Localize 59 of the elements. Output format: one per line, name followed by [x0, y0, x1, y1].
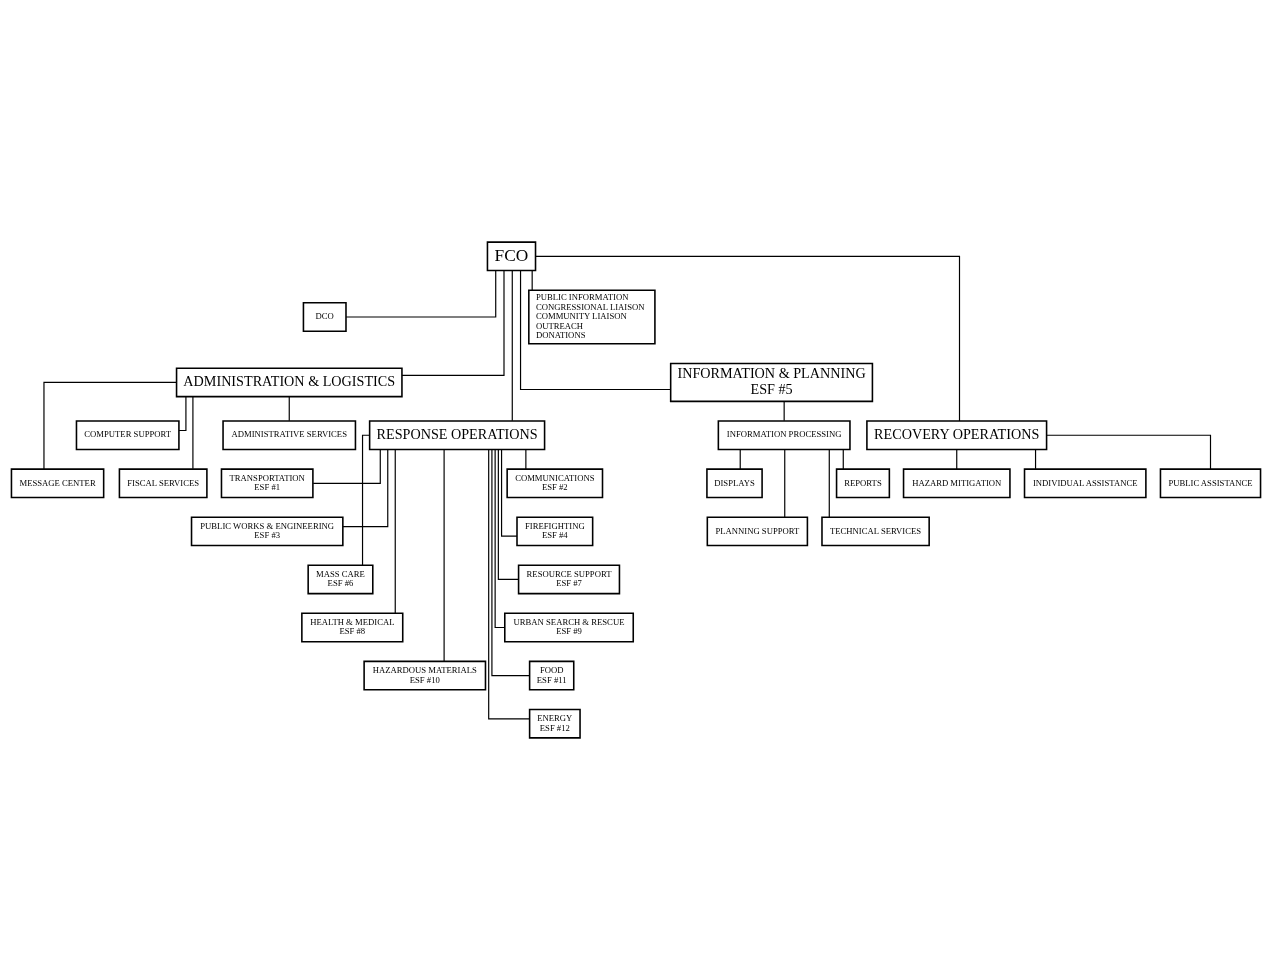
node-box: PUBLIC ASSISTANCE: [1159, 468, 1262, 499]
node-box: URBAN SEARCH & RESCUE ESF #9: [504, 612, 635, 643]
connector: [491, 448, 530, 677]
node-box: FISCAL SERVICES: [118, 468, 208, 499]
connector: [312, 449, 381, 484]
connector: [361, 434, 370, 566]
node-box: TECHNICAL SERVICES: [821, 516, 930, 547]
node-box: COMPUTER SUPPORT: [75, 420, 180, 451]
node-box: HAZARD MITIGATION: [902, 468, 1011, 499]
node-box: HAZARDOUS MATERIALS ESF #10: [363, 660, 487, 691]
node-box: INDIVIDUAL ASSISTANCE: [1023, 468, 1147, 499]
connector: [488, 449, 531, 720]
connector: [401, 270, 505, 376]
connector: [535, 255, 961, 422]
node-box: ADMINISTRATIVE SERVICES: [222, 420, 357, 451]
connector: [956, 449, 958, 470]
node-box: DCO: [302, 302, 347, 332]
node-box: COMMUNICATIONS ESF #2: [506, 468, 604, 499]
node-box: INFORMATION PROCESSING: [717, 420, 851, 451]
connector: [1034, 449, 1037, 470]
node-box: MESSAGE CENTER: [10, 468, 105, 499]
node-box: FCO: [486, 241, 537, 272]
connector: [342, 448, 389, 528]
node-box: PUBLIC INFORMATION CONGRESSIONAL LIAISON COMMUNITY LIAISON OUTREACH DONATIONS: [528, 289, 656, 345]
node-box: TRANSPORTATION ESF #1: [220, 468, 314, 499]
connector: [288, 396, 290, 422]
connector: [345, 270, 497, 318]
node-box: RESPONSE OPERATIONS: [368, 420, 546, 451]
connector: [842, 449, 844, 470]
connector: [494, 449, 506, 629]
node-box: INFORMATION & PLANNING ESF #5: [669, 362, 874, 403]
node-box: RECOVERY OPERATIONS: [866, 420, 1048, 451]
connector: [443, 448, 445, 662]
connector: [519, 270, 672, 391]
node-box: FOOD ESF #11: [528, 660, 575, 691]
connector: [497, 449, 519, 581]
node-box: HEALTH & MEDICAL ESF #8: [301, 612, 404, 643]
connector: [531, 270, 533, 291]
node-box: MASS CARE ESF #6: [307, 564, 374, 595]
node-box: DISPLAYS: [706, 468, 763, 499]
node-box: PUBLIC WORKS & ENGINEERING ESF #3: [190, 516, 344, 547]
connector: [394, 449, 396, 614]
connector: [192, 396, 194, 470]
connector: [1046, 434, 1212, 470]
connector: [43, 381, 177, 470]
node-box: FIREFIGHTING ESF #4: [516, 516, 594, 547]
node-box: ENERGY ESF #12: [528, 708, 581, 739]
connector: [511, 270, 513, 422]
connector: [783, 400, 785, 422]
connector: [501, 448, 518, 537]
node-box: RESOURCE SUPPORT ESF #7: [517, 564, 621, 595]
connector: [525, 449, 527, 470]
node-box: ADMINISTRATION & LOGISTICS: [175, 367, 403, 398]
connector: [784, 448, 786, 518]
connector: [828, 448, 830, 518]
connector: [739, 449, 741, 470]
node-box: PLANNING SUPPORT: [706, 516, 809, 547]
node-box: REPORTS: [835, 468, 891, 499]
connector: [178, 396, 187, 432]
